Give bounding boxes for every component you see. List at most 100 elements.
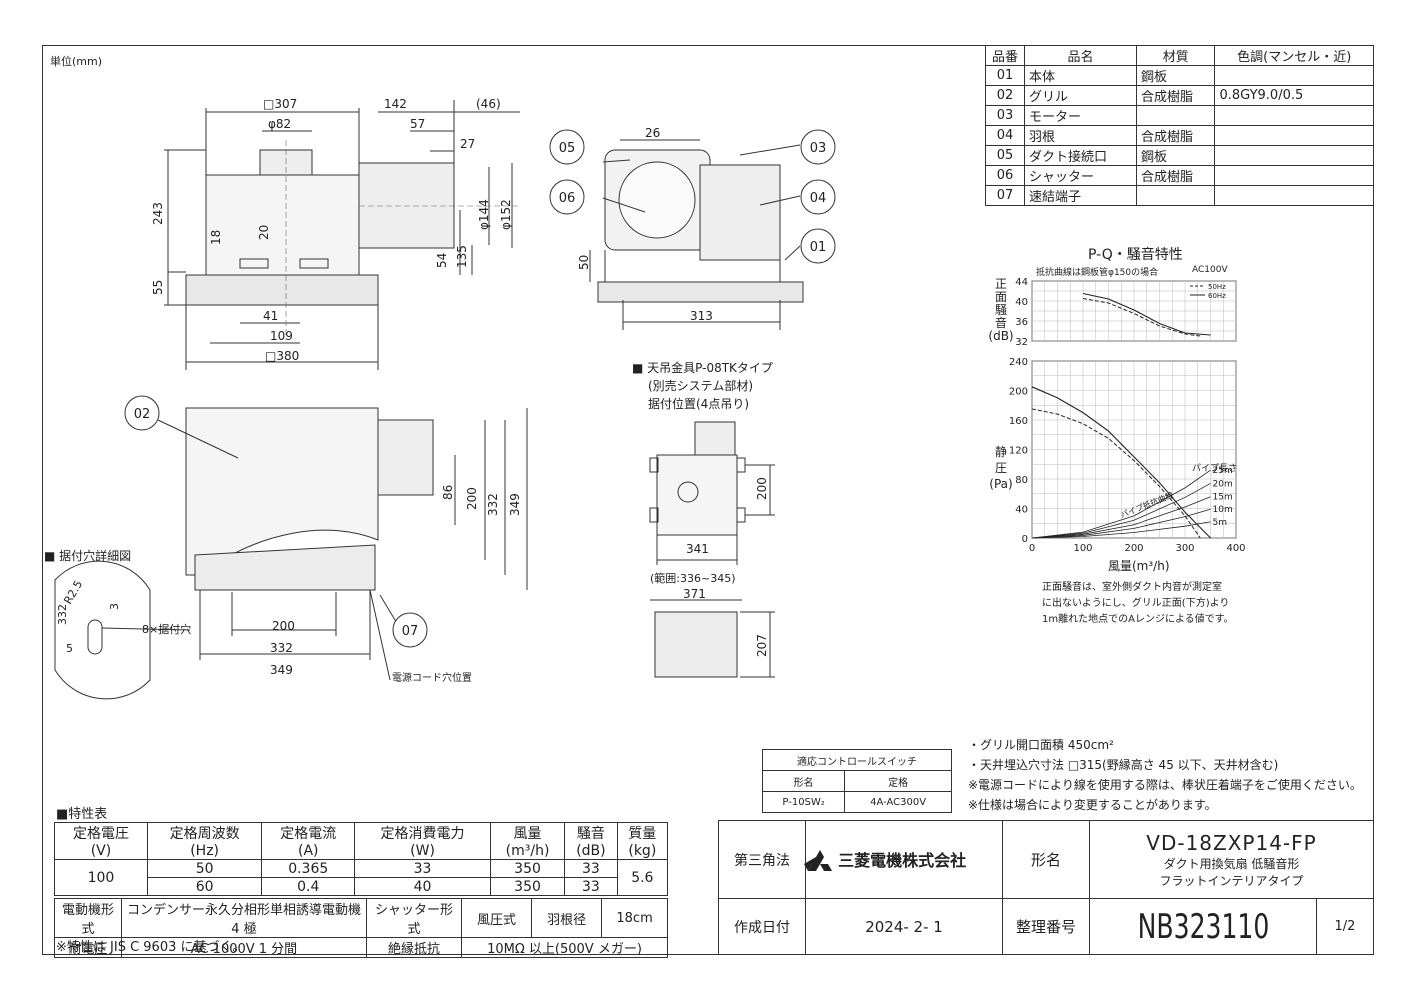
- ctl-v2: 4A-AC300V: [844, 791, 952, 813]
- pipe-curve-label: 25m: [1213, 466, 1233, 476]
- title-block: 第三角法 三菱電機株式会社 形名 VD-18ZXP14-FP ダクト用換気扇 低…: [718, 820, 1374, 955]
- legend-60hz: 60Hz: [1208, 292, 1226, 300]
- pq-series-50hz: [1031, 408, 1201, 539]
- pressure-ytick: 160: [1009, 416, 1028, 427]
- pq-ac: AC100V: [1192, 265, 1228, 275]
- pressure-ytick: 40: [1015, 505, 1028, 516]
- mitsubishi-logo-icon: [804, 850, 832, 872]
- spec-footnote: ※特性は JIS C 9603 に基づく。: [56, 940, 246, 955]
- doc-number: NB323110: [1109, 898, 1297, 955]
- pressure-ytick: 240: [1009, 357, 1028, 368]
- blade-value: 18cm: [601, 898, 668, 938]
- spec-header-name: 定格電圧: [72, 826, 129, 842]
- parts-cell: 鋼板: [1135, 145, 1216, 166]
- parts-header: 品番: [985, 45, 1025, 66]
- pressure-ylabel-3: (Pa): [989, 477, 1013, 491]
- company-cell: 三菱電機株式会社: [804, 820, 1003, 899]
- dim-380: □380: [265, 349, 299, 363]
- note-2: ・天井埋込穴寸法 □315(野縁高さ 45 以下、天井材含む): [968, 758, 1279, 772]
- shutter-value: 風圧式: [460, 898, 533, 938]
- dim-26: 26: [645, 126, 660, 140]
- parts-cell: [1214, 105, 1374, 126]
- dim-46: (46): [476, 97, 501, 111]
- parts-cell: 07: [985, 185, 1025, 206]
- hole-332: 332: [56, 604, 69, 625]
- insulation-value: 10MΩ 以上(500V メガー): [461, 937, 668, 958]
- parts-cell: 06: [985, 165, 1025, 186]
- insulation-label: 絶縁抵抗: [366, 937, 462, 958]
- parts-cell: [1214, 145, 1374, 166]
- cord-hole-label: 電源コード穴位置: [392, 673, 472, 684]
- parts-cell: 羽根: [1024, 125, 1137, 146]
- dim-57: 57: [410, 117, 425, 131]
- notes: ・グリル開口面積 450cm² ・天井埋込穴寸法 □315(野縁高さ 45 以下…: [968, 735, 1362, 815]
- pipe-curve-25m: [1031, 469, 1211, 539]
- parts-cell: [1135, 185, 1216, 206]
- page-number: 1/2: [1316, 898, 1374, 955]
- spec-header-unit: (V): [90, 843, 112, 859]
- noise-ylabel-3: 騒: [994, 303, 1007, 317]
- top-view-drawing: □307 142 (46) φ82 57 27 243 φ144 φ152 18…: [151, 97, 520, 370]
- model-desc-1: ダクト用換気扇 低騒音形: [1163, 856, 1300, 871]
- dim-109: 109: [270, 329, 293, 343]
- dim-332h: 332: [270, 641, 293, 655]
- spec-cell: 50: [146, 859, 263, 878]
- parts-cell: 03: [985, 105, 1025, 126]
- bracket-207: 207: [755, 634, 769, 657]
- model-name: VD-18ZXP14-FP: [1146, 830, 1317, 855]
- noise-ytick: 32: [1015, 337, 1028, 348]
- parts-cell: 04: [985, 125, 1025, 146]
- note-3: ※電源コードにより線を使用する際は、棒状圧着端子をご使用ください。: [968, 778, 1362, 792]
- spec-cell: 33: [564, 877, 618, 896]
- shutter-label: シャッター形式: [366, 898, 462, 938]
- projection: 第三角法: [718, 820, 806, 899]
- pressure-ytick: 0: [1022, 534, 1028, 545]
- spec-header: 風量(m³/h): [489, 822, 566, 860]
- parts-cell: ダクト接続口: [1024, 145, 1137, 166]
- spec-header-name: 定格電流: [280, 826, 337, 842]
- mounting-hole-detail: R2.5 332 3 5: [54, 560, 191, 700]
- spec-header-unit: (dB): [576, 843, 606, 859]
- spec-header-name: 定格周波数: [169, 826, 240, 842]
- spec-header-unit: (W): [410, 843, 435, 859]
- spec-header: 定格消費電力(W): [354, 822, 491, 860]
- note-1: ・グリル開口面積 450cm²: [968, 738, 1114, 752]
- spec-header: 騒音(dB): [564, 822, 618, 860]
- noise-series-50hz: [1082, 298, 1201, 337]
- noise-ylabel-4: 音: [994, 316, 1007, 330]
- company-name: 三菱電機株式会社: [838, 850, 967, 870]
- spec-header-unit: (A): [297, 843, 319, 859]
- spec-header-name: 騒音: [576, 826, 605, 842]
- pipe-curve-15m: [1031, 496, 1211, 539]
- side-view-drawing: 26 50 313: [577, 126, 804, 330]
- pipe-curve-label: 20m: [1213, 479, 1233, 489]
- noise-ytick: 40: [1015, 297, 1028, 308]
- parts-cell: 合成樹脂: [1135, 165, 1216, 186]
- parts-cell: 本体: [1024, 65, 1137, 86]
- parts-cell: [1214, 185, 1374, 206]
- drawing-frame: [42, 45, 1374, 955]
- spec-title: ■特性表: [56, 807, 108, 822]
- dim-349v: 349: [508, 493, 522, 516]
- noise-ylabel: 正 面 騒 音 (dB): [988, 278, 1014, 343]
- hole-3: 3: [108, 603, 121, 610]
- dim-54: 54: [435, 253, 449, 268]
- dim-135: 135: [455, 245, 469, 268]
- pressure-ytick: 200: [1009, 387, 1028, 398]
- dim-332v: 332: [486, 493, 500, 516]
- dim-41: 41: [263, 309, 278, 323]
- hole-r: R2.5: [61, 578, 85, 606]
- parts-header: 材質: [1135, 45, 1216, 66]
- spec-header: 定格周波数(Hz): [146, 822, 263, 860]
- parts-cell: [1214, 65, 1374, 86]
- noise-series-60hz: [1082, 292, 1211, 336]
- pq-note-3: 1m離れた地点でのAレンジによる値です。: [1042, 614, 1234, 625]
- dim-55: 55: [151, 280, 165, 295]
- pressure-xtick: 0: [1029, 543, 1035, 554]
- pressure-xtick: 100: [1073, 543, 1092, 554]
